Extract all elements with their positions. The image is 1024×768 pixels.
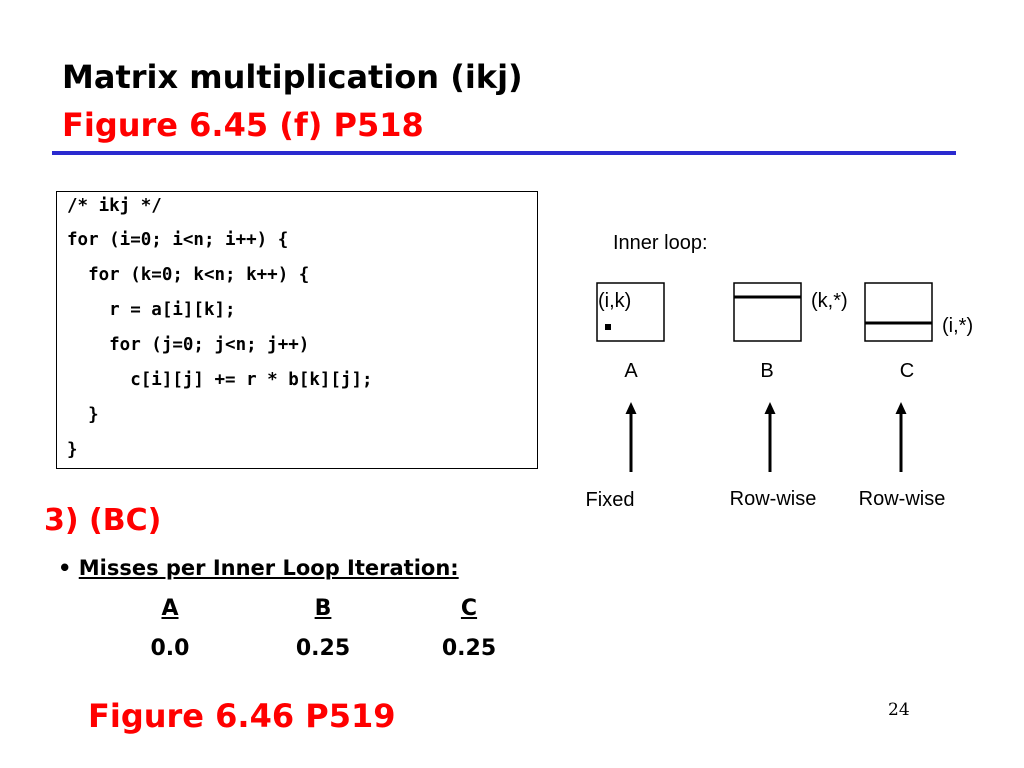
slide-title: Matrix multiplication (ikj) xyxy=(62,58,523,96)
access-label-a: Fixed xyxy=(586,489,635,511)
code-line: /* ikj */ xyxy=(67,196,162,216)
column-value-a: 0.0 xyxy=(150,636,190,661)
column-header-a: A xyxy=(161,596,179,621)
matrix-b-index: (k,*) xyxy=(811,290,848,312)
bullet-item: • Misses per Inner Loop Iteration: xyxy=(58,556,459,580)
inner-loop-heading: Inner loop: xyxy=(613,232,708,254)
matrix-c-name: C xyxy=(900,360,914,382)
code-line: for (k=0; k<n; k++) { xyxy=(67,265,310,285)
code-line: r = a[i][k]; xyxy=(67,300,236,320)
code-block: /* ikj */ for (i=0; i<n; i++) { for (k=0… xyxy=(56,191,538,469)
bullet-text: Misses per Inner Loop Iteration: xyxy=(78,556,459,580)
matrix-b-name: B xyxy=(760,360,773,382)
access-label-b: Row-wise xyxy=(730,488,817,510)
matrix-a-name: A xyxy=(624,360,638,382)
page-number: 24 xyxy=(888,700,910,720)
matrix-c-index: (i,*) xyxy=(942,315,973,337)
column-header-c: C xyxy=(460,596,478,621)
bullet-marker: • xyxy=(58,556,72,580)
code-line: c[i][j] += r * b[k][j]; xyxy=(67,370,373,390)
code-line: for (j=0; j<n; j++) xyxy=(67,335,310,355)
title-divider xyxy=(52,151,956,155)
matrix-c-box xyxy=(864,282,933,342)
matrix-a-element-marker xyxy=(605,324,611,330)
arrow-c-head-icon xyxy=(895,402,907,414)
column-value-c: 0.25 xyxy=(441,636,497,661)
code-line: } xyxy=(67,440,78,460)
access-label-c: Row-wise xyxy=(859,488,946,510)
code-line: } xyxy=(67,405,99,425)
section-heading: 3) (BC) xyxy=(44,503,162,538)
figure-reference: Figure 6.46 P519 xyxy=(88,697,396,735)
code-line: for (i=0; i<n; i++) { xyxy=(67,230,289,250)
matrix-a-index: (i,k) xyxy=(598,290,631,312)
arrow-b-head-icon xyxy=(764,402,776,414)
column-header-b: B xyxy=(314,596,332,621)
column-value-b: 0.25 xyxy=(295,636,351,661)
matrix-b-box xyxy=(733,282,802,342)
slide-subtitle: Figure 6.45 (f) P518 xyxy=(62,106,424,144)
matrix-a-box xyxy=(596,282,665,342)
arrow-a-head-icon xyxy=(625,402,637,414)
